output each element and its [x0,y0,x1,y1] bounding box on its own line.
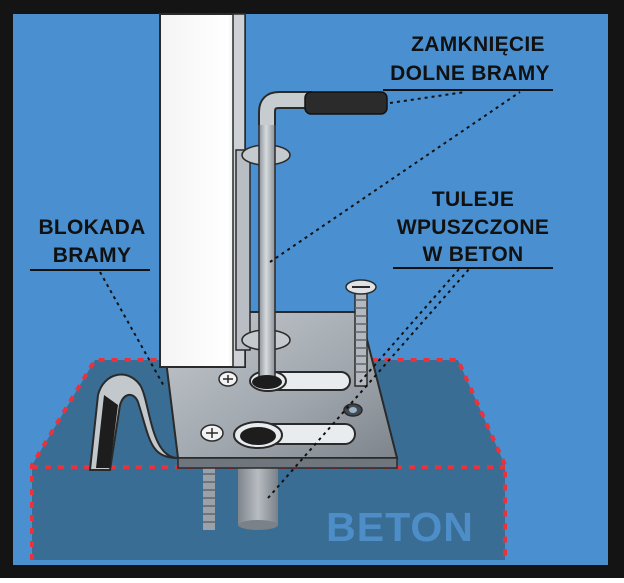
screw-hole-icon [218,371,238,387]
anchor-bolt [345,279,377,387]
beton-label: BETON [326,504,474,550]
countersunk-hole-icon [343,403,363,417]
label-gate-drop-bolt: ZAMKNIĘCIE DOLNE BRAMY [383,33,553,91]
drop-bolt [252,91,388,389]
label-line: TULEJE [432,188,514,211]
label-line: DOLNE BRAMY [390,62,550,85]
label-embedded-sleeves: TULEJE WPUSZCZONE W BETON [393,188,553,269]
bolt-bracket [235,144,291,351]
label-line: BLOKADA [38,216,145,239]
leader-lines [99,91,521,499]
screw-hole-icon [200,424,224,442]
label-line: ZAMKNIĘCIE [411,33,545,56]
label-gate-lock: BLOKADA BRAMY [30,216,150,271]
label-line: BRAMY [53,244,132,267]
label-line: W BETON [423,243,524,266]
gate-post [159,13,246,368]
label-line: WPUSZCZONE [397,216,549,239]
anchor-bolt-embedded [203,458,215,530]
lower-slot [233,421,356,449]
